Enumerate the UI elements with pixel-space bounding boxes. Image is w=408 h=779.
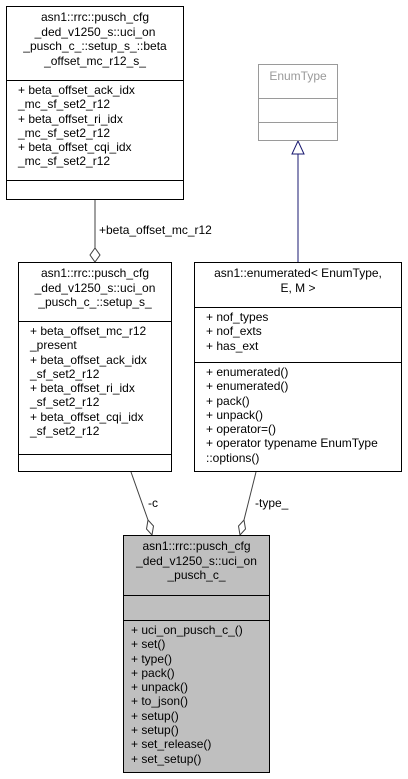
method: ::options() bbox=[206, 450, 260, 465]
class-title: asn1::rrc::pusch_cfg _ded_v1250_s::uci_o… bbox=[7, 7, 183, 80]
attribute: _mc_sf_set2_r12 bbox=[18, 125, 111, 140]
method: + setup() bbox=[131, 708, 179, 723]
attribute: _mc_sf_set2_r12 bbox=[18, 97, 111, 112]
title-line: asn1::rrc::pusch_cfg bbox=[40, 266, 150, 280]
methods-section: + uci_on_pusch_c_() + set() + type() + p… bbox=[124, 620, 269, 778]
attribute: _sf_set2_r12 bbox=[30, 395, 100, 410]
class-box-setup[interactable]: asn1::rrc::pusch_cfg _ded_v1250_s::uci_o… bbox=[18, 262, 172, 472]
class-title: asn1::enumerated< EnumType, E, M > bbox=[195, 263, 401, 307]
attribute: + beta_offset_cqi_idx bbox=[18, 140, 132, 155]
method: + set_setup() bbox=[131, 751, 202, 766]
title-line: E, M > bbox=[280, 280, 316, 295]
attribute: + beta_offset_ack_idx bbox=[18, 83, 135, 97]
method: + set() bbox=[131, 637, 166, 652]
class-box-uci-on-pusch[interactable]: asn1::rrc::pusch_cfg _ded_v1250_s::uci_o… bbox=[123, 535, 270, 773]
class-title: asn1::rrc::pusch_cfg _ded_v1250_s::uci_o… bbox=[19, 263, 171, 321]
class-box-enumerated[interactable]: asn1::enumerated< EnumType, E, M > + nof… bbox=[194, 262, 402, 472]
aggregation-edge-type bbox=[243, 471, 257, 521]
title-line: _offset_mc_r12_s_ bbox=[44, 53, 146, 68]
methods-section bbox=[19, 454, 171, 477]
attribute: + beta_offset_mc_r12 bbox=[30, 324, 147, 338]
attribute: + beta_offset_ri_idx bbox=[30, 381, 135, 396]
aggregation-edge-c bbox=[130, 471, 149, 521]
edge-label-type: -type_ bbox=[255, 496, 289, 510]
aggregation-diamond-beta-offset bbox=[89, 247, 101, 263]
attributes-section: + beta_offset_mc_r12 _present + beta_off… bbox=[19, 321, 171, 454]
attribute: _present bbox=[30, 338, 77, 353]
method: + pack() bbox=[206, 393, 250, 408]
attributes-section: + nof_types + nof_exts + has_ext bbox=[195, 307, 401, 362]
method: + unpack() bbox=[206, 407, 264, 422]
methods-section: + enumerated() + enumerated() + pack() +… bbox=[195, 362, 401, 477]
method: + uci_on_pusch_c_() bbox=[131, 623, 243, 637]
title-line: _pusch_c_::setup_s_::beta bbox=[23, 39, 167, 53]
attribute: + beta_offset_ack_idx bbox=[30, 352, 147, 367]
title-line: asn1::rrc::pusch_cfg bbox=[142, 539, 251, 553]
title-line: _ded_v1250_s::uci_on bbox=[136, 553, 257, 568]
title-line: _pusch_c_ bbox=[167, 568, 226, 582]
attribute: _sf_set2_r12 bbox=[30, 366, 100, 381]
method: + unpack() bbox=[131, 680, 189, 695]
title-line: asn1::rrc::pusch_cfg bbox=[40, 10, 150, 24]
class-box-beta-offset-mc-r12[interactable]: asn1::rrc::pusch_cfg _ded_v1250_s::uci_o… bbox=[6, 6, 184, 200]
title-line: _ded_v1250_s::uci_on bbox=[34, 280, 156, 295]
attribute: + nof_exts bbox=[206, 324, 262, 339]
method: + enumerated() bbox=[206, 365, 289, 379]
title-line: _pusch_c_::setup_s_ bbox=[38, 295, 152, 309]
attribute: + nof_types bbox=[206, 310, 269, 324]
attribute: _sf_set2_r12 bbox=[30, 424, 100, 439]
class-title: asn1::rrc::pusch_cfg _ded_v1250_s::uci_o… bbox=[124, 536, 269, 595]
class-title: EnumType bbox=[259, 65, 337, 98]
method: + operator typename EnumType bbox=[206, 436, 378, 451]
method: + enumerated() bbox=[206, 379, 289, 394]
title-line: _ded_v1250_s::uci_on bbox=[34, 24, 156, 39]
method: + set_release() bbox=[131, 737, 212, 752]
attribute: _mc_sf_set2_r12 bbox=[18, 154, 111, 169]
aggregation-diamond-c bbox=[145, 518, 155, 537]
methods-section bbox=[259, 122, 337, 147]
method: + pack() bbox=[131, 665, 175, 680]
title-line: asn1::enumerated< EnumType, bbox=[214, 266, 382, 280]
edge-label-c: -c bbox=[148, 496, 158, 510]
attribute: + beta_offset_ri_idx bbox=[18, 111, 123, 126]
attributes-section bbox=[124, 595, 269, 620]
attribute: + has_ext bbox=[206, 338, 259, 353]
attributes-section: + beta_offset_ack_idx _mc_sf_set2_r12 + … bbox=[7, 80, 183, 180]
aggregation-diamond-type bbox=[237, 518, 247, 537]
class-box-enum-type[interactable]: EnumType bbox=[258, 64, 338, 141]
title-line: EnumType bbox=[269, 69, 327, 83]
method: + type() bbox=[131, 651, 173, 666]
attributes-section bbox=[259, 98, 337, 122]
method: + setup() bbox=[131, 723, 179, 738]
method: + operator=() bbox=[206, 422, 277, 437]
template-arrowhead bbox=[291, 139, 305, 155]
attribute: + beta_offset_cqi_idx bbox=[30, 409, 144, 424]
edge-label-beta-offset-mc-r12: +beta_offset_mc_r12 bbox=[99, 223, 212, 237]
methods-section bbox=[7, 180, 183, 205]
method: + to_json() bbox=[131, 694, 189, 709]
